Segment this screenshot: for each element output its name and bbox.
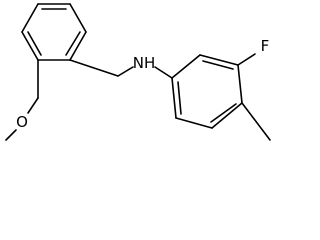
double-bond-line [202,60,234,70]
bond [241,102,271,141]
f-atom-label: F [261,37,270,55]
o-atom-label: O [16,113,28,131]
bond [154,66,173,79]
bond [117,66,134,77]
bond [69,3,87,33]
double-bond-line [177,81,182,115]
nh-atom-label: NH [133,54,156,72]
bond [69,59,119,77]
chemical-structure-diagram: NH F O [5,3,271,141]
methoxyphenyl-ring [21,3,87,61]
double-bond-line [210,103,237,123]
bond [69,31,87,61]
bond [21,3,39,33]
bond [199,54,239,66]
bond [237,53,256,66]
double-bond-line [27,31,42,56]
bond [5,129,17,141]
double-bond-line [65,31,81,56]
bond [27,97,39,114]
bond [237,64,243,104]
bond [21,31,39,61]
bond [171,77,177,119]
bond [171,54,201,79]
fluoromethylphenyl-ring [171,54,243,129]
bond [211,102,243,129]
bond [175,117,213,129]
